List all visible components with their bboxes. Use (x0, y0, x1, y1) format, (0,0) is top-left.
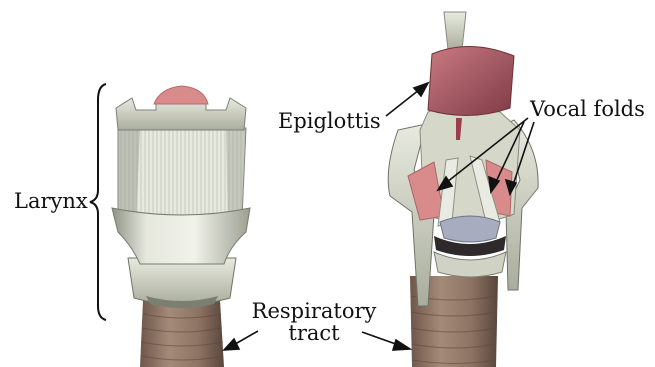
label-respiratory-line1: Respiratory (248, 300, 380, 322)
glottis (440, 216, 500, 242)
larynx-front-view (112, 86, 250, 367)
epiglottis-tip-front (154, 86, 208, 104)
cricoid-cartilage (128, 258, 236, 305)
label-respiratory-tract: Respiratory tract (248, 300, 380, 344)
label-epiglottis: Epiglottis (278, 110, 381, 132)
label-larynx: Larynx (14, 190, 88, 212)
epiglottis (428, 46, 514, 115)
larynx-brace (90, 84, 106, 320)
thyroid-shield (112, 208, 250, 264)
larynx-back-view (388, 12, 538, 367)
trachea-left (140, 300, 224, 367)
label-vocal-folds: Vocal folds (530, 98, 645, 120)
label-respiratory-line2: tract (248, 322, 380, 344)
epiglottis-stalk (444, 12, 466, 50)
